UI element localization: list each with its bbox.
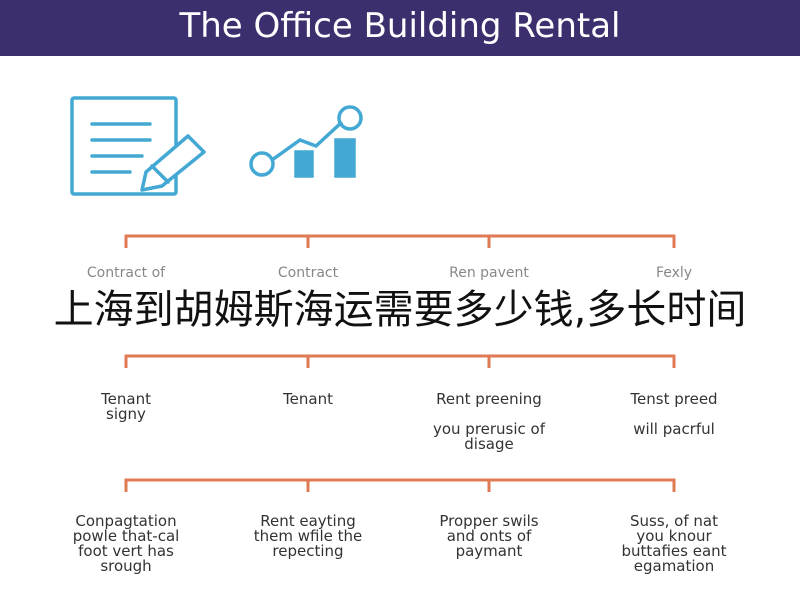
row1-cell-3: Ren pavent [449, 265, 529, 281]
connector-bracket-row-2 [124, 354, 676, 368]
title-bar: The Office Building Rental [0, 0, 800, 56]
row2-cell-4: Tenst preed will pacrful [630, 390, 718, 438]
row1-cell-2: Contract [277, 265, 339, 281]
row2-cell-2: Tenant [283, 390, 333, 408]
row3-cell-2: Rent eayting them wfile the repecting [253, 512, 363, 560]
row1-cell-1: Contract of [86, 265, 166, 281]
bar-chart-trend-icon [249, 105, 363, 178]
row3-cell-1: Conpagtation powle that-cal foot vert ha… [72, 512, 180, 575]
connector-bracket-row-3 [124, 478, 676, 492]
row2-cell-3: Rent preening you prerusic of disage [432, 390, 546, 453]
document-pencil-icon [70, 96, 206, 196]
page-title: The Office Building Rental [179, 6, 621, 46]
overlay-caption: 上海到胡姆斯海运需要多少钱,多长时间 [53, 287, 747, 333]
row1-cell-4: Fexly [655, 265, 693, 281]
row2-cell-1: Tenant signy [101, 390, 151, 423]
row3-cell-4: Suss, of nat you knour buttafies eant eg… [621, 512, 727, 575]
connector-bracket-row-1 [124, 234, 676, 248]
row3-cell-3: Propper swils and onts of paymant [439, 512, 539, 560]
